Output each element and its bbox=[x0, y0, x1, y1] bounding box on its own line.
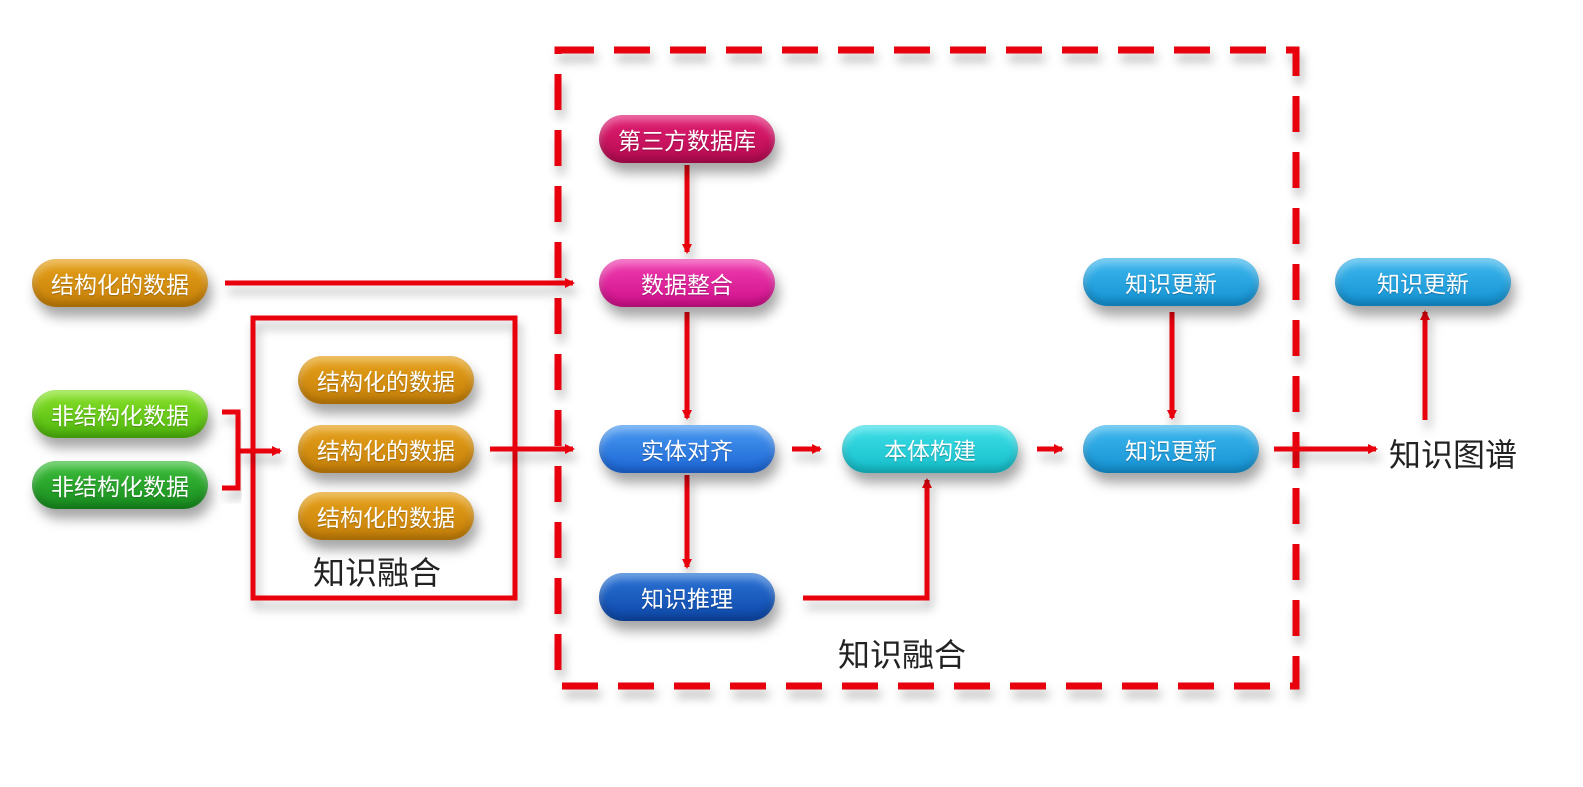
knowledge-update-top-node: 知识更新 bbox=[1083, 258, 1259, 306]
unstructured-data-node-2: 非结构化数据 bbox=[32, 461, 208, 509]
knowledge-fusion-boundary bbox=[554, 46, 1300, 690]
knowledge-update-outside-node: 知识更新 bbox=[1335, 258, 1511, 306]
data-integration-node: 数据整合 bbox=[599, 259, 775, 307]
entity-alignment-node: 实体对齐 bbox=[599, 425, 775, 473]
third-party-database-node: 第三方数据库 bbox=[599, 115, 775, 163]
knowledge-graph-label: 知识图谱 bbox=[1389, 436, 1518, 474]
structured-data-input-node: 结构化的数据 bbox=[32, 259, 208, 307]
knowledge-update-main-node: 知识更新 bbox=[1083, 425, 1259, 473]
fusion-structured-node-1: 结构化的数据 bbox=[298, 356, 474, 404]
fusion-structured-node-2: 结构化的数据 bbox=[298, 425, 474, 473]
unstructured-data-node-1: 非结构化数据 bbox=[32, 390, 208, 438]
fusion-structured-node-3: 结构化的数据 bbox=[298, 492, 474, 540]
ontology-building-node: 本体构建 bbox=[842, 425, 1018, 473]
inner-fusion-box bbox=[250, 315, 518, 601]
arrow-reasoning-to-ontology bbox=[803, 478, 932, 601]
knowledge-reasoning-node: 知识推理 bbox=[599, 573, 775, 621]
main-fusion-label: 知识融合 bbox=[838, 636, 967, 674]
inner-fusion-label: 知识融合 bbox=[313, 554, 442, 592]
unstructured-bracket bbox=[222, 409, 241, 491]
